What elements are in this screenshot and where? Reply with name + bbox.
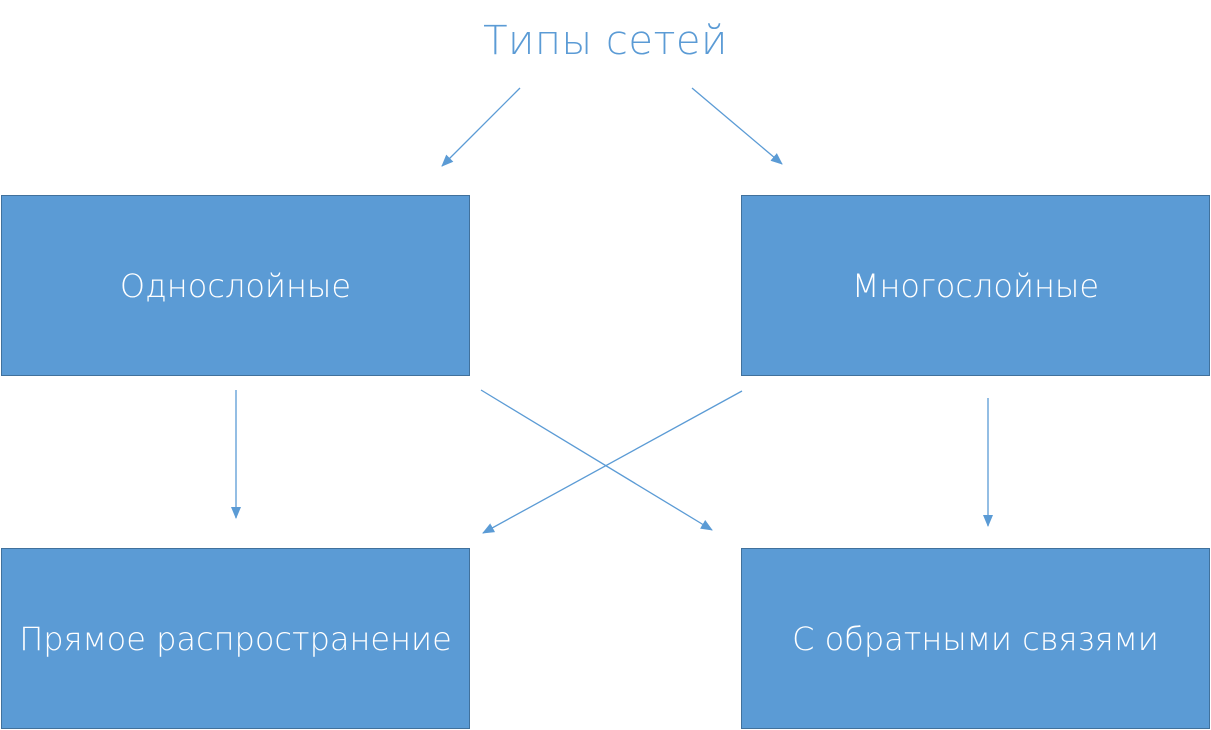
node-feedforward-label: Прямое распространение [19, 619, 452, 658]
node-multi-layer: Многослойные [741, 195, 1210, 376]
arrow-single-to-feedback [480, 389, 713, 531]
node-feedforward: Прямое распространение [1, 548, 470, 729]
arrow-title-to-multi-layer [691, 87, 783, 165]
node-single-layer-label: Однослойные [119, 266, 352, 305]
node-feedback: С обратными связями [741, 548, 1210, 729]
diagram-title: Типы сетей [483, 18, 728, 64]
node-feedback-label: С обратными связями [792, 619, 1159, 658]
node-multi-layer-label: Многослойные [851, 266, 1100, 305]
arrow-multi-to-feedforward [482, 390, 743, 534]
node-single-layer: Однослойные [1, 195, 470, 376]
arrow-title-to-single-layer [441, 87, 521, 167]
